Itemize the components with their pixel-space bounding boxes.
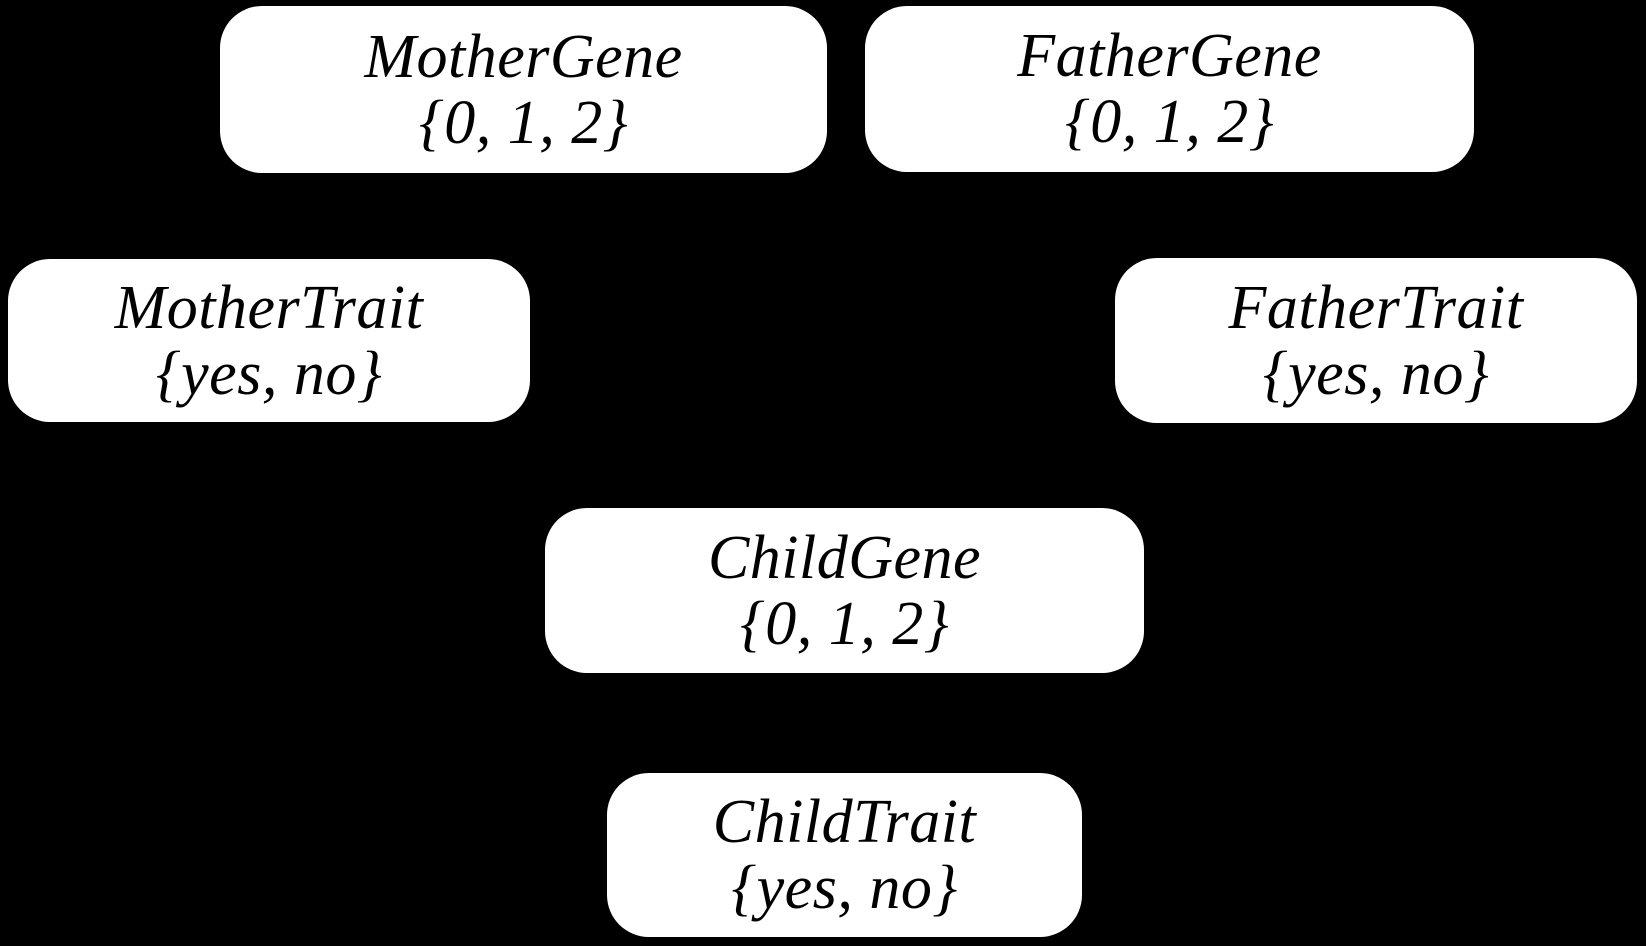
- node-mother-gene-values: {0, 1, 2}: [418, 88, 629, 157]
- node-mother-trait: MotherTrait {yes, no}: [8, 259, 530, 422]
- node-child-gene-values: {0, 1, 2}: [739, 589, 950, 658]
- node-mother-trait-values: {yes, no}: [155, 339, 383, 408]
- node-child-trait-label: ChildTrait: [712, 788, 977, 856]
- node-child-gene-label: ChildGene: [707, 523, 982, 592]
- node-father-gene-label: FatherGene: [1017, 22, 1322, 90]
- node-father-trait-values: {yes, no}: [1262, 339, 1490, 408]
- node-mother-trait-label: MotherTrait: [114, 273, 424, 342]
- node-child-gene: ChildGene {0, 1, 2}: [545, 508, 1144, 673]
- node-father-gene: FatherGene {0, 1, 2}: [865, 6, 1474, 172]
- node-father-trait-label: FatherTrait: [1228, 273, 1524, 342]
- node-father-gene-values: {0, 1, 2}: [1064, 88, 1275, 156]
- node-father-trait: FatherTrait {yes, no}: [1115, 258, 1637, 423]
- node-child-trait-values: {yes, no}: [731, 854, 958, 922]
- node-mother-gene-label: MotherGene: [364, 22, 683, 91]
- node-child-trait: ChildTrait {yes, no}: [607, 773, 1082, 937]
- node-mother-gene: MotherGene {0, 1, 2}: [220, 6, 827, 173]
